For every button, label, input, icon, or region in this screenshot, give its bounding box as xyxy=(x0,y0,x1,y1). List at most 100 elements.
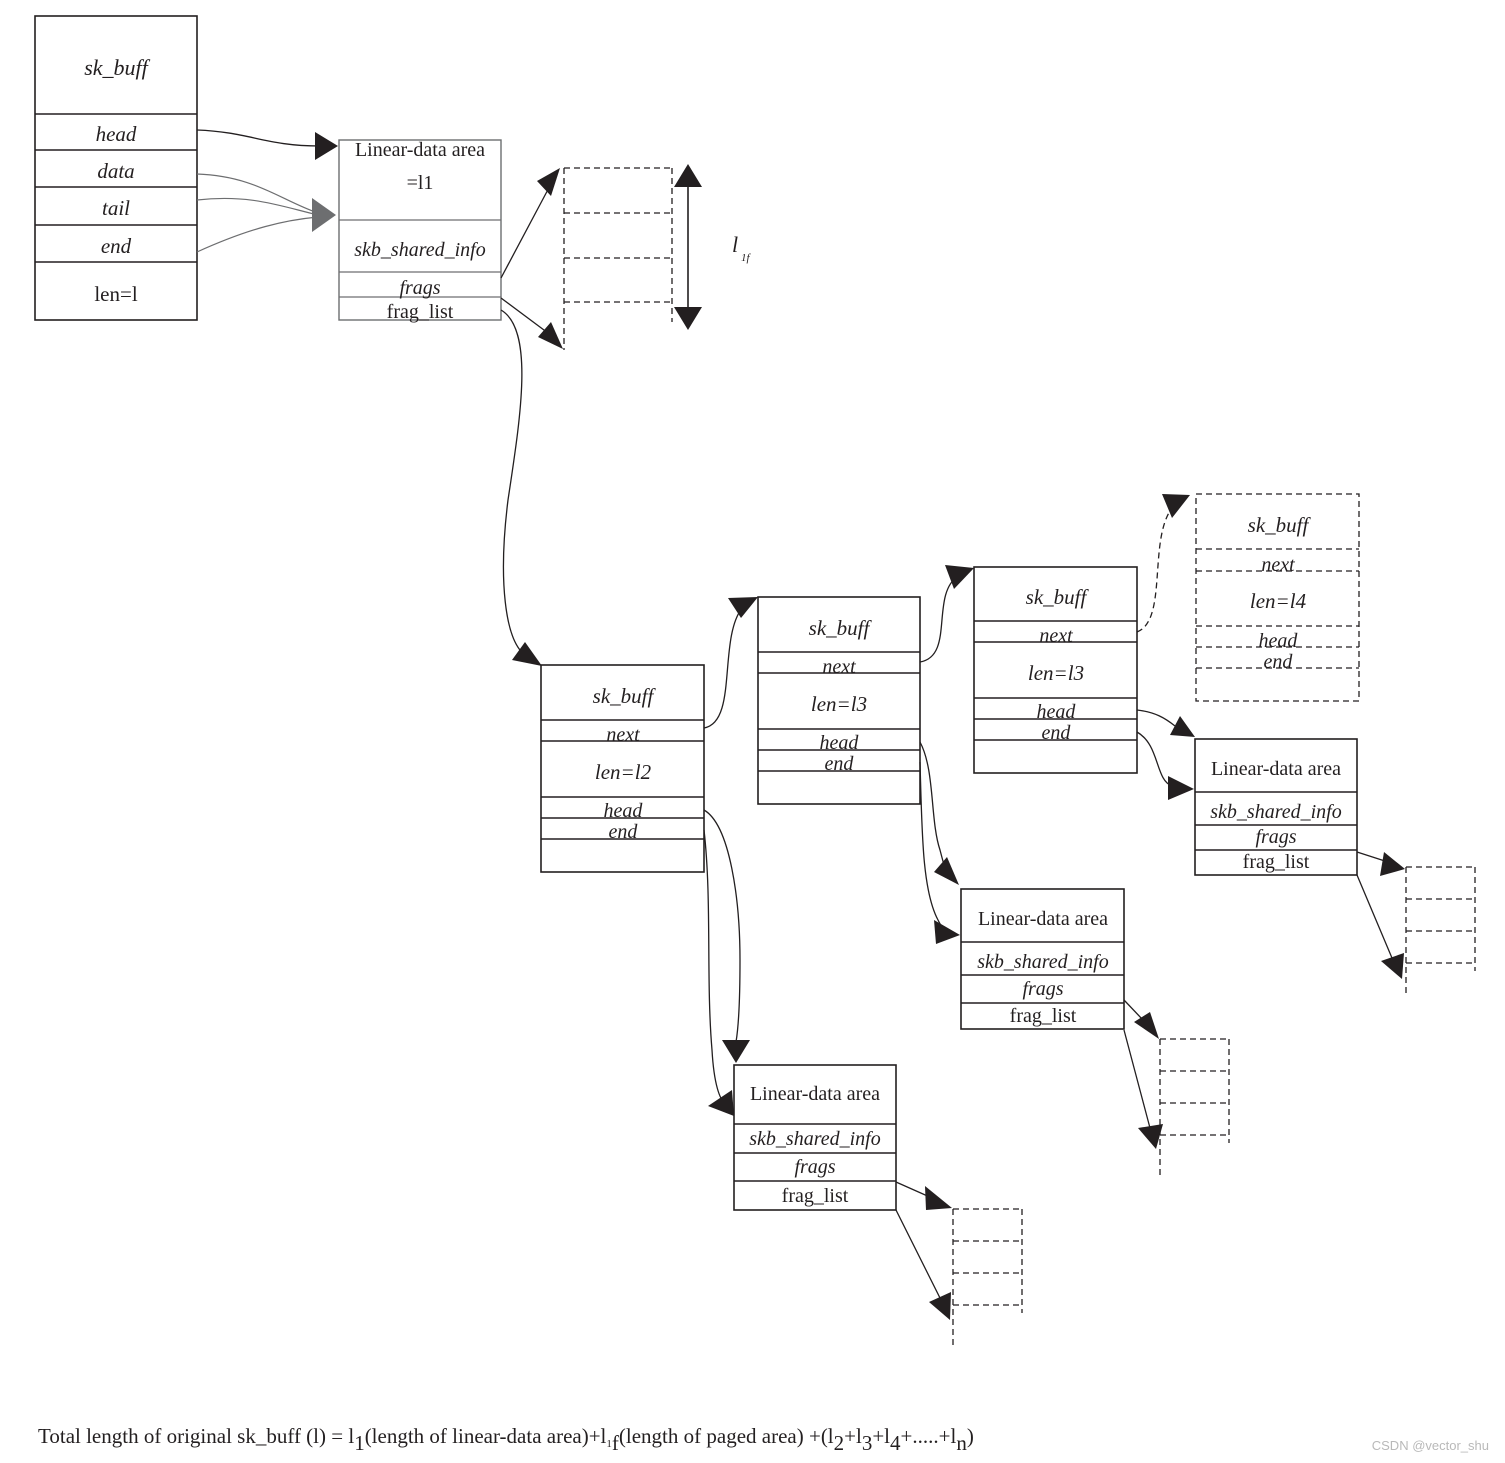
linear3-frag-list-arrowhead xyxy=(1138,1124,1163,1149)
caption-sub-2b: f xyxy=(611,1431,619,1455)
linear-data-area-2: Linear-data area skb_shared_info frags f… xyxy=(733,1064,897,1211)
linear1-shinfo: skb_shared_info xyxy=(354,239,485,261)
caption-sub-2a: 1 xyxy=(606,1438,612,1450)
linear-data-area-4: Linear-data area skb_shared_info frags f… xyxy=(1194,738,1358,876)
linear4-frag-list-arrowhead xyxy=(1381,953,1404,979)
skb3-len: len=l3 xyxy=(811,692,867,716)
sk-buff-5-dashed: sk_buff next len=l4 head end xyxy=(1195,493,1360,702)
watermark: CSDN @vector_shu xyxy=(1371,1438,1489,1453)
skb4-head-arrow xyxy=(1136,709,1176,727)
linear1-frags: frags xyxy=(399,277,440,299)
linear3-frags-arrow xyxy=(1123,999,1144,1021)
frag-list-arrowhead xyxy=(512,642,542,666)
root-len-field: len=l xyxy=(94,282,137,306)
skb5-title: sk_buff xyxy=(1248,513,1312,537)
paged-frags-3 xyxy=(1159,1038,1230,1178)
skb3-next-arrow xyxy=(919,575,959,663)
skb2-next-arrow xyxy=(703,607,743,729)
skb4-next-arrowhead xyxy=(1162,494,1190,518)
skb2-head-arrow xyxy=(703,809,741,1043)
frag-list-side-arrow xyxy=(500,297,553,337)
skb2-head: head xyxy=(604,800,644,822)
end-pointer-arrow xyxy=(196,216,319,253)
linear2-shinfo: skb_shared_info xyxy=(749,1128,880,1150)
frags-pointer-arrow xyxy=(500,181,553,279)
paged-frags-4 xyxy=(1405,866,1476,993)
frags-arrowhead xyxy=(537,168,560,196)
paged-length-label: l xyxy=(732,232,738,257)
skb2-head-arrowhead xyxy=(722,1040,750,1063)
linear3-title: Linear-data area xyxy=(978,908,1108,930)
skb2-title: sk_buff xyxy=(593,684,657,708)
linear1-title: Linear-data area xyxy=(355,139,485,161)
skb2-end-arrowhead xyxy=(708,1090,734,1116)
skb4-title: sk_buff xyxy=(1026,585,1090,609)
skb4-next: next xyxy=(1039,625,1073,647)
skb4-end-arrowhead xyxy=(1168,776,1194,800)
root-end-field: end xyxy=(101,234,132,258)
root-tail-field: tail xyxy=(102,196,130,220)
caption-part-5: +l xyxy=(872,1424,891,1448)
linear2-frag-list: frag_list xyxy=(782,1185,849,1207)
skb5-end: end xyxy=(1264,651,1294,673)
paged-length-bottom-arrowhead xyxy=(674,307,702,330)
skb3-next-arrowhead xyxy=(945,565,974,589)
skb3-end-arrowhead xyxy=(934,920,960,944)
skb4-head: head xyxy=(1037,701,1077,723)
linear4-title: Linear-data area xyxy=(1211,758,1341,780)
skb3-end: end xyxy=(825,753,855,775)
skb2-next: next xyxy=(606,724,640,746)
skb3-head-arrowhead xyxy=(934,857,959,885)
skb2-len: len=l2 xyxy=(595,760,652,784)
linear4-frags-arrowhead xyxy=(1380,852,1405,876)
linear3-frags-arrowhead xyxy=(1134,1012,1159,1039)
linear2-frag-list-arrow xyxy=(895,1209,941,1299)
data-tail-end-arrowhead xyxy=(312,198,336,232)
caption-sub-5: 4 xyxy=(890,1431,901,1455)
caption-part-3: (length of paged area) +(l xyxy=(618,1424,834,1448)
skb2-end: end xyxy=(609,821,639,843)
caption-part-1: Total length of original sk_buff (l) = l xyxy=(38,1424,355,1448)
caption-sub-4: 3 xyxy=(861,1431,873,1455)
frag-list-pointer-arrow xyxy=(500,309,526,656)
head-arrowhead xyxy=(315,132,338,160)
linear1-frag-list: frag_list xyxy=(387,301,454,323)
linear4-frags: frags xyxy=(1255,826,1296,848)
skb4-end-arrow xyxy=(1136,731,1173,787)
linear3-shinfo: skb_shared_info xyxy=(977,951,1108,973)
skb5-len: len=l4 xyxy=(1250,589,1307,613)
skb4-len: len=l3 xyxy=(1028,661,1084,685)
caption-part-6: +.....+l xyxy=(900,1424,957,1448)
skb4-head-arrowhead xyxy=(1170,716,1195,737)
linear3-frag-list-arrow xyxy=(1123,1029,1151,1129)
tail-pointer-arrow xyxy=(196,197,319,216)
caption-part-4: +l xyxy=(844,1424,862,1448)
skb3-title: sk_buff xyxy=(809,616,873,640)
data-pointer-arrow xyxy=(196,173,319,214)
paged-frags-2 xyxy=(952,1208,1023,1348)
total-length-caption: Total length of original sk_buff (l) = l… xyxy=(38,1424,974,1456)
root-title: sk_buff xyxy=(84,55,150,80)
linear3-frag-list: frag_list xyxy=(1010,1005,1077,1027)
linear4-frag-list-arrow xyxy=(1356,874,1393,959)
linear1-size: =l1 xyxy=(407,172,434,194)
root-sk-buff: sk_buff head data tail end len=l xyxy=(34,15,198,321)
root-data-field: data xyxy=(97,159,134,183)
skb4-end: end xyxy=(1042,722,1072,744)
linear2-frags-arrowhead xyxy=(925,1186,952,1210)
linear4-shinfo: skb_shared_info xyxy=(1210,801,1341,823)
skb5-next: next xyxy=(1261,554,1295,576)
caption-sub-1: 1 xyxy=(354,1431,365,1455)
caption-part-2: (length of linear-data area)+l xyxy=(364,1424,607,1448)
caption-part-7: ) xyxy=(966,1424,974,1448)
caption-sub-6: n xyxy=(956,1431,967,1455)
skb2-next-arrowhead xyxy=(728,597,758,618)
sk-buff-2: sk_buff next len=l2 head end xyxy=(540,664,705,873)
skb4-next-arrow xyxy=(1136,507,1173,633)
caption-sub-3: 2 xyxy=(833,1431,845,1455)
linear4-frag-list: frag_list xyxy=(1243,851,1310,873)
paged-length-label-sub: 1f xyxy=(741,252,752,264)
skb2-end-arrow xyxy=(703,829,726,1104)
linear2-frags: frags xyxy=(794,1156,835,1178)
